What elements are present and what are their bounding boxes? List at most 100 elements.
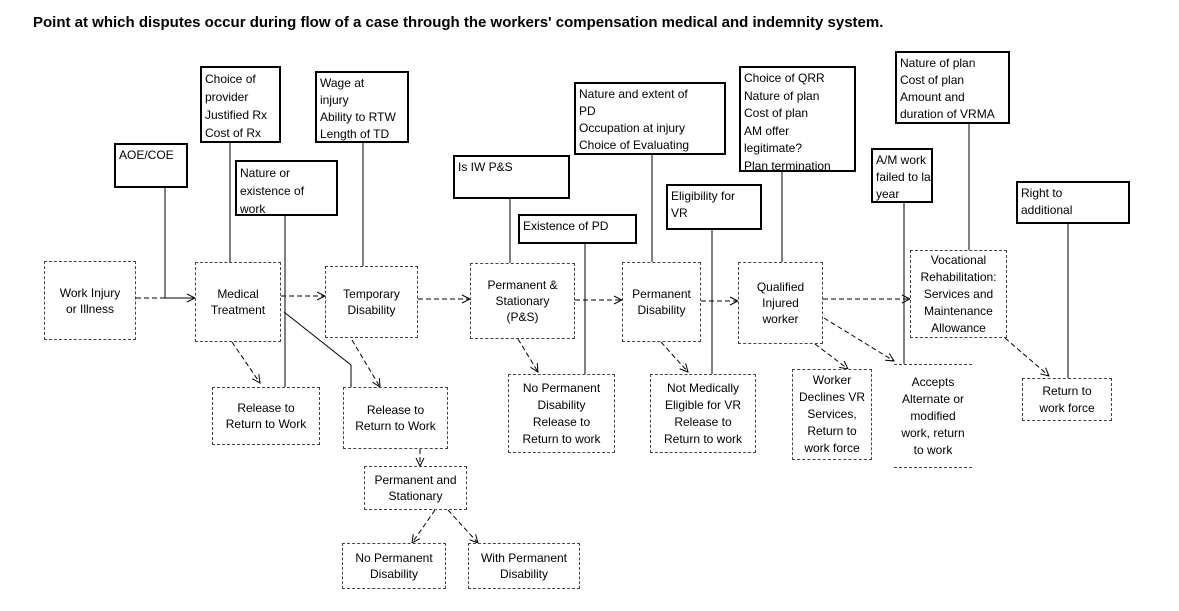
outcome-label: With Permanent xyxy=(480,551,568,565)
outcome-return-to-work-force: Return to work force xyxy=(1022,378,1112,421)
issue-existence-of-pd: Existence of PD xyxy=(518,214,637,244)
outcome-label: Accepts xyxy=(911,374,955,389)
stage-label: Stationary xyxy=(495,294,550,308)
outcome-label: Release to xyxy=(674,414,732,429)
stage-label: Treatment xyxy=(210,303,266,317)
stage-label: Temporary xyxy=(343,287,400,301)
issue-label: additional xyxy=(1021,203,1073,217)
outcome-label: Return to work xyxy=(663,431,743,446)
outcome-label: Declines VR xyxy=(798,390,866,404)
outcome-label: Return to Work xyxy=(355,419,436,433)
outcome-label: Disability xyxy=(499,567,548,581)
issue-label: VR xyxy=(671,206,688,220)
issue-label: work xyxy=(240,202,266,216)
issue-label: Amount and xyxy=(900,90,965,104)
stage-label: Rehabilitation: xyxy=(920,269,997,284)
outcome-label: Not Medically xyxy=(666,380,740,395)
issue-label: Cost of Rx xyxy=(205,126,262,140)
issue-label: Choice of Evaluating xyxy=(579,138,690,152)
issue-label: PD xyxy=(579,104,596,118)
flow-arrow xyxy=(351,339,380,387)
issue-label: Cost of plan xyxy=(744,106,809,120)
issue-label: AM offer xyxy=(744,123,790,138)
stage-label: worker xyxy=(762,312,799,326)
stage-label: Services and xyxy=(923,286,994,301)
issue-label: Nature of plan xyxy=(744,88,820,103)
outcome-label: Release to xyxy=(532,414,591,429)
outcome-label: Return to Work xyxy=(225,417,307,431)
stage-label: Permanent xyxy=(632,287,691,301)
issue-label: Nature of plan xyxy=(900,56,976,70)
outcome-label: work, return xyxy=(901,425,965,440)
outcome-label: Worker xyxy=(812,373,852,387)
outcome-label: Disability xyxy=(537,397,586,412)
issue-label: A/M work xyxy=(876,153,927,167)
issue-aoe-coe: AOE/COE xyxy=(114,143,188,188)
outcome-label: Services, xyxy=(807,407,857,421)
diagram-title: Point at which disputes occur during flo… xyxy=(33,14,884,31)
flow-arrow xyxy=(412,509,436,543)
issue-label: Plan termination xyxy=(744,158,831,172)
stage-label: Vocational xyxy=(930,252,987,267)
stage-label: Qualified xyxy=(756,280,805,294)
flow-arrow xyxy=(517,338,538,372)
issue-label: Length of TD xyxy=(320,127,390,141)
outcome-label: No Permanent xyxy=(355,551,433,565)
issue-label: provider xyxy=(205,90,249,104)
outcome-release-rtw-1: Release to Return to Work xyxy=(212,387,320,445)
issue-line xyxy=(283,311,352,387)
issue-label: Nature or xyxy=(240,166,291,180)
issue-label: Choice of xyxy=(205,72,256,86)
outcome-label: Alternate or xyxy=(901,391,965,406)
stage-label: (P&S) xyxy=(506,310,539,324)
issue-label: duration of VRMA xyxy=(900,107,995,121)
outcome-label: work force xyxy=(1039,400,1095,415)
stage-label: Maintenance xyxy=(924,303,993,318)
outcome-label: Return to xyxy=(1042,383,1092,398)
outcome-label: Permanent and xyxy=(374,473,457,487)
issue-label: Cost of plan xyxy=(900,73,965,87)
outcome-label: Release to xyxy=(237,401,295,415)
issue-label: Justified Rx xyxy=(205,108,268,122)
issue-label: Ability to RTW xyxy=(320,110,396,124)
issue-nature-existence-work: Nature or existence of work xyxy=(235,160,338,216)
outcome-label: Release to xyxy=(366,403,425,417)
outcome-label: Stationary xyxy=(388,489,443,503)
issue-label: Choice of QRR xyxy=(744,71,825,85)
issue-is-iw-ps: Is IW P&S xyxy=(453,155,570,199)
outcome-label: to work xyxy=(913,442,953,457)
outcome-label: work force xyxy=(804,441,860,455)
stage-label: or Illness xyxy=(65,301,115,316)
issue-label: Existence of PD xyxy=(523,219,609,233)
issue-label: existence of xyxy=(240,184,305,198)
stage-label: Allowance xyxy=(931,320,986,335)
stage-label: Disability xyxy=(637,303,686,317)
flow-arrow xyxy=(1004,337,1049,376)
stage-label: Permanent & xyxy=(487,278,558,292)
outcome-label: Eligible for VR xyxy=(664,397,742,412)
flow-arrow xyxy=(823,317,894,361)
outcome-label: Disability xyxy=(369,567,418,581)
flow-arrow xyxy=(660,341,688,372)
issue-label: Occupation at injury xyxy=(579,121,686,135)
flow-arrow xyxy=(814,343,848,369)
